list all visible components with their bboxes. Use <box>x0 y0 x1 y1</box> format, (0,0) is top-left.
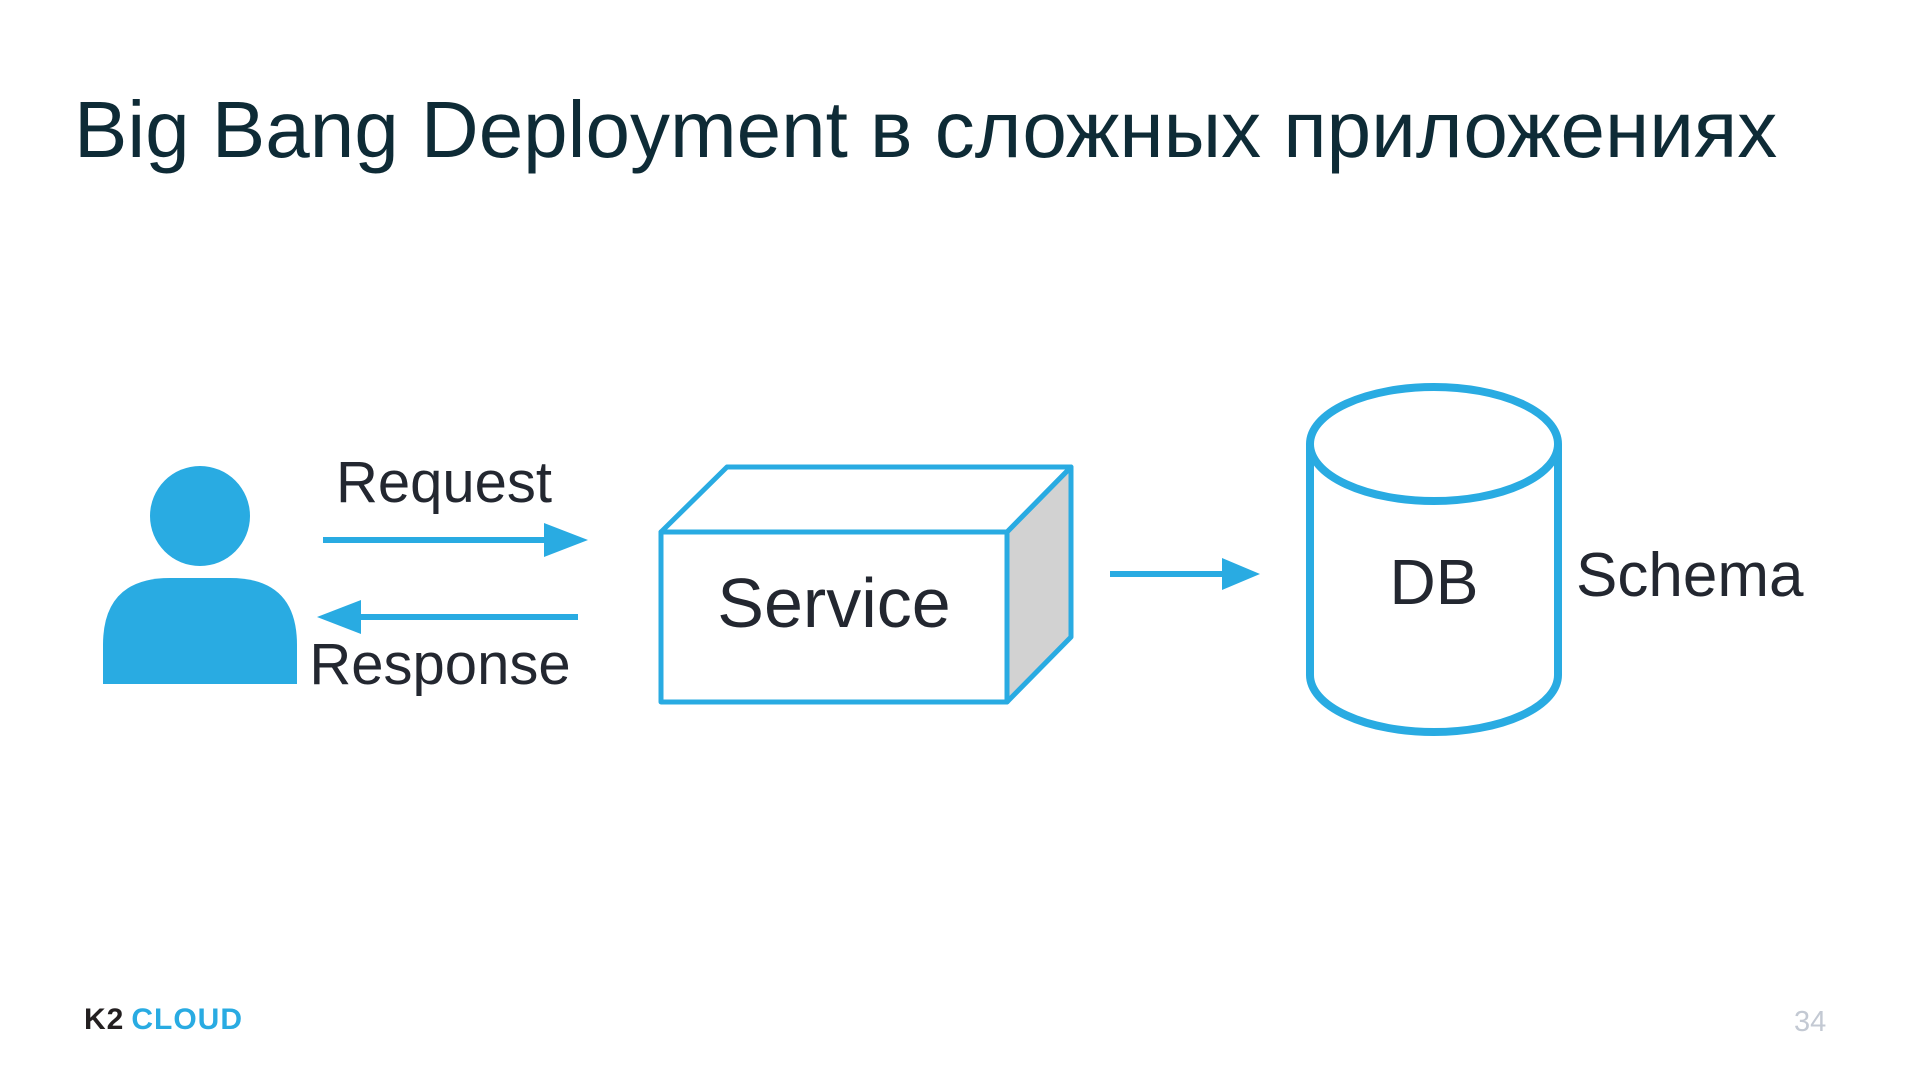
schema-label: Schema <box>1576 541 1804 610</box>
logo-k2-text: K2 <box>84 1003 125 1036</box>
db-label: DB <box>1389 546 1479 618</box>
page-number: 34 <box>1794 1006 1827 1038</box>
request-arrow-icon <box>323 523 588 557</box>
response-label: Response <box>309 632 571 697</box>
request-label: Request <box>335 450 553 515</box>
slide-title: Big Bang Deployment в сложных приложения… <box>74 85 1778 174</box>
service-db-arrow-icon <box>1110 558 1260 590</box>
service-label: Service <box>717 564 951 642</box>
service-box-shape <box>658 464 1074 705</box>
db-cylinder-shape <box>1306 383 1562 736</box>
response-arrow-icon <box>317 600 578 634</box>
logo-cloud-text: CLOUD <box>131 1003 244 1036</box>
user-icon <box>103 466 297 684</box>
